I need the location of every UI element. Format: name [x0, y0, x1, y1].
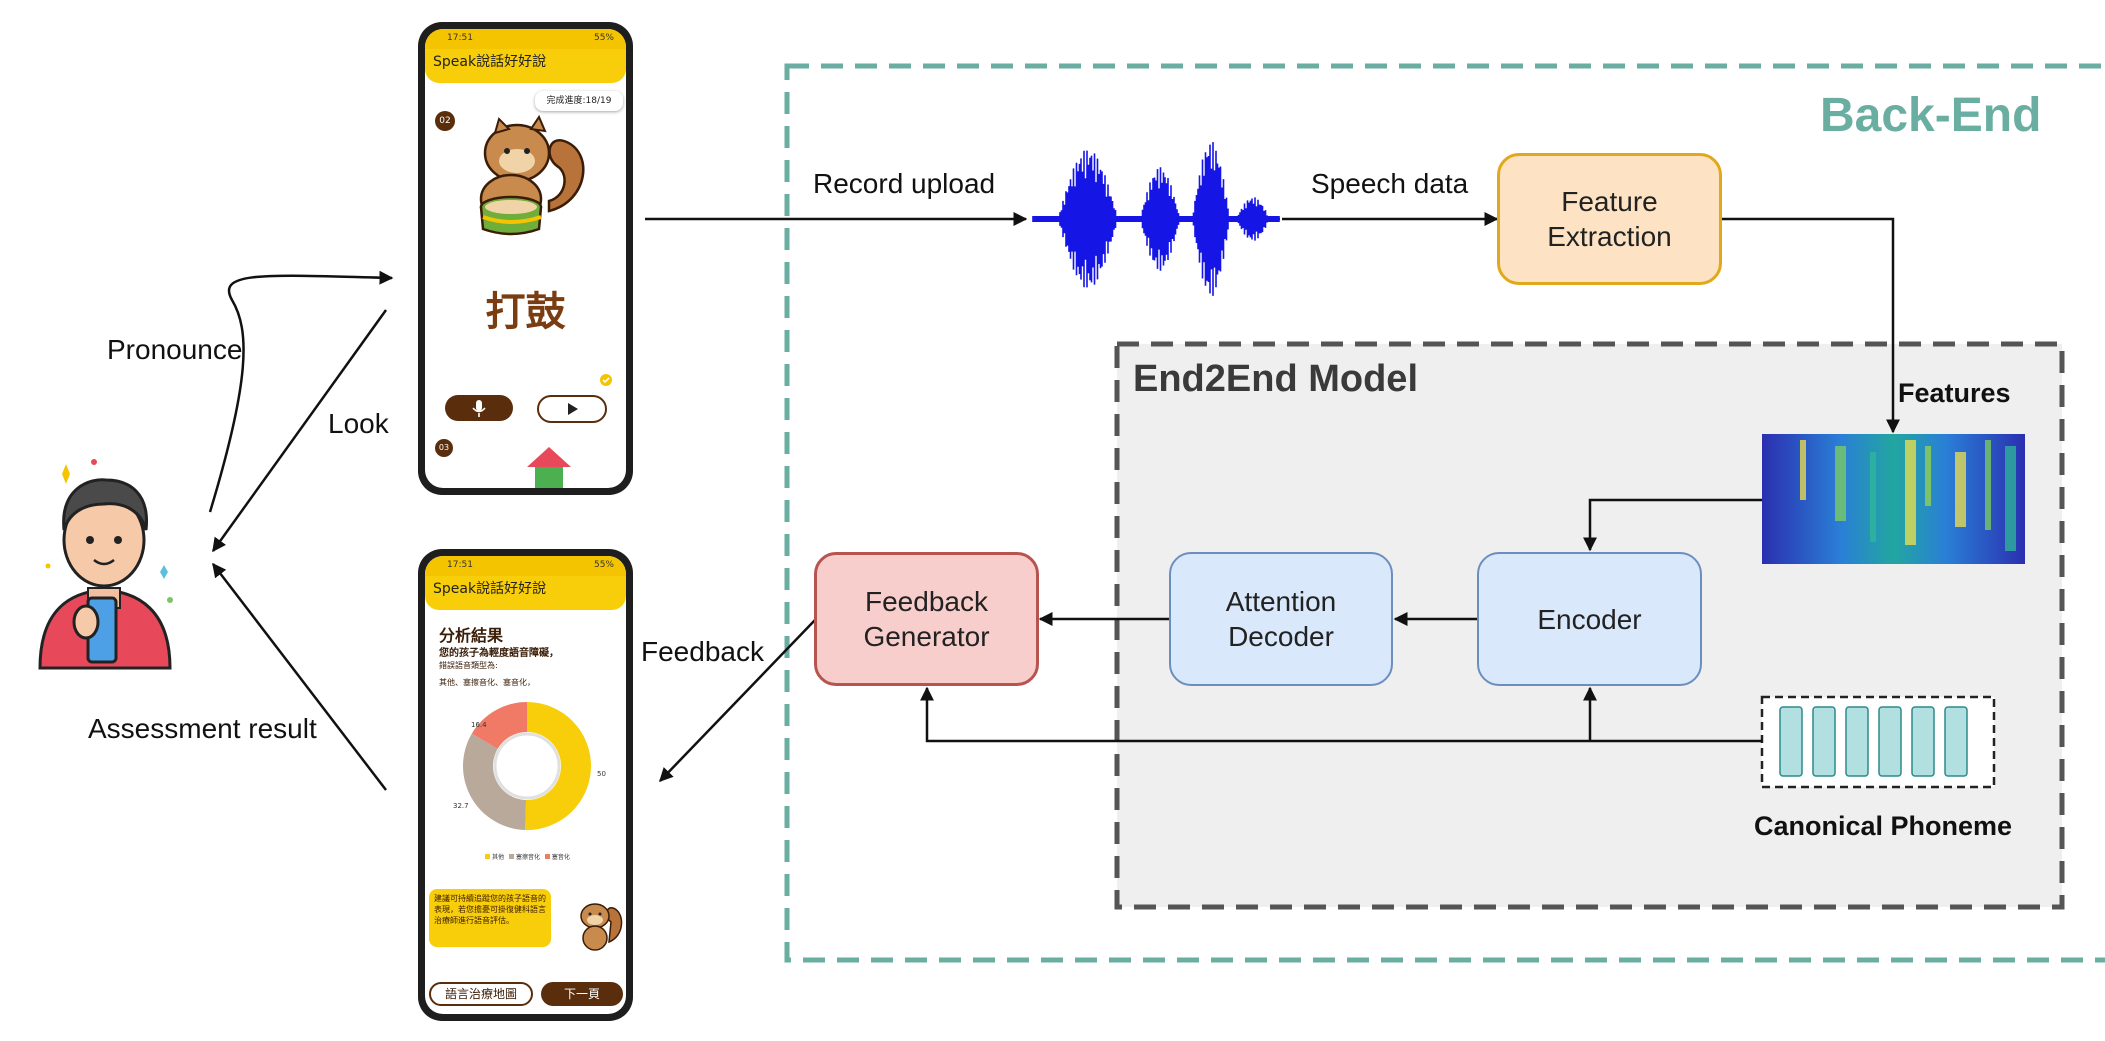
spectrogram-stripe [1925, 446, 1931, 506]
status-time-2: 17:51 [447, 560, 473, 570]
donut-label-right: 50 [597, 770, 606, 778]
arrow-assessment [212, 562, 387, 791]
status-time: 17:51 [447, 33, 473, 43]
phone-result-screen: 17:51 55% Speak說話好好說 分析結果 您的孩子為輕度語音障礙， 錯… [418, 549, 633, 1021]
spectrogram-stripe [1955, 452, 1966, 527]
status-bar: 17:51 55% [425, 29, 626, 49]
progress-bubble: 完成進度:18/19 [535, 91, 623, 111]
phoneme-bar [1944, 706, 1968, 777]
arrow-phoneme-line [920, 686, 1762, 743]
spectrogram-stripe [2005, 446, 2016, 551]
phoneme-bar [1911, 706, 1935, 777]
user-with-phone-icon [38, 459, 173, 670]
waveform-icon [1032, 142, 1280, 296]
phoneme-bar [1779, 706, 1803, 777]
next-page-button[interactable]: 下一頁 [541, 982, 623, 1006]
arrow-features [1722, 217, 1900, 434]
practice-screen: 17:51 55% Speak說話好好說 完成進度:18/19 02 打鼓 03 [425, 29, 626, 488]
label-assessment-result: Assessment result [88, 713, 317, 744]
result-heading: 分析結果 [439, 626, 504, 645]
donut-slice [471, 702, 527, 749]
result-line-1: 您的孩子為輕度語音障礙， [439, 648, 559, 659]
label-features: Features [1898, 378, 2011, 408]
phoneme-bar [1812, 706, 1836, 777]
encoder-node: Encoder [1477, 552, 1702, 686]
spectrogram-stripe [1985, 440, 1991, 530]
therapy-map-button[interactable]: 語言治療地圖 [429, 982, 533, 1006]
donut-label-top: 16.4 [471, 721, 487, 729]
spectrogram-stripe [1905, 440, 1916, 545]
legend-swatch-1 [485, 854, 491, 859]
label-record-upload: Record upload [813, 168, 996, 199]
squirrel-mascot-icon [580, 903, 623, 951]
donut-legend: 其他 塞擦音化 塞音化 [445, 852, 610, 861]
status-bar-2: 17:51 55% [425, 556, 626, 576]
app-title: Speak說話好好說 [425, 49, 626, 83]
result-screen: 17:51 55% Speak說話好好說 分析結果 您的孩子為輕度語音障礙， 錯… [425, 556, 626, 1014]
spectrogram-stripe [1870, 452, 1876, 542]
result-line-2: 錯誤語音類型為: [439, 661, 498, 670]
spectrogram-stripe [1800, 440, 1806, 500]
advice-bubble: 建議可持續追蹤您的孩子語音的表現，若您擔憂可掛復健科語言治療師進行語音評估。 [429, 889, 551, 947]
feature-extraction-node: Feature Extraction [1497, 153, 1722, 285]
canonical-phoneme-label: Canonical Phoneme [1754, 811, 2013, 841]
check-icon [600, 374, 612, 386]
arrow-spec-to-encoder [1583, 498, 1762, 552]
squirrel-drum-icon [479, 114, 585, 236]
target-word: 打鼓 [485, 289, 566, 335]
attention-decoder-node: Attention Decoder [1169, 552, 1393, 686]
play-icon [568, 403, 578, 415]
legend-swatch-2 [509, 854, 515, 859]
spectrogram-icon [1762, 434, 2025, 564]
label-speech-data: Speech data [1311, 168, 1469, 199]
donut-slice [462, 733, 527, 830]
legend-item-1: 其他 [492, 854, 505, 861]
label-look: Look [328, 408, 389, 439]
arrow-feedback [659, 619, 816, 783]
play-button[interactable] [537, 395, 607, 423]
backend-region [784, 63, 2105, 963]
phoneme-bars [1779, 706, 1968, 777]
microphone-icon [472, 400, 486, 417]
donut-hole [493, 732, 561, 800]
label-pronounce: Pronounce [107, 334, 243, 365]
status-battery-2: 55% [593, 560, 614, 570]
home-shape-icon [527, 447, 571, 488]
badge-current: 02 [435, 111, 455, 131]
legend-item-3: 塞音化 [551, 854, 570, 861]
backend-title: Back-End [1820, 89, 2042, 142]
record-button[interactable] [445, 395, 513, 421]
phoneme-bar [1845, 706, 1869, 777]
feedback-generator-node: Feedback Generator [814, 552, 1039, 686]
result-line-3: 其他、塞擦音化、塞音化， [439, 678, 535, 687]
arrow-pronounce [208, 270, 394, 513]
legend-item-2: 塞擦音化 [515, 854, 540, 861]
model-title: End2End Model [1133, 358, 1418, 400]
donut-label-left: 32.7 [453, 802, 469, 810]
label-feedback: Feedback [641, 636, 764, 667]
legend-swatch-3 [544, 854, 550, 859]
status-battery: 55% [593, 33, 614, 43]
arrow-look [211, 309, 388, 553]
donut-chart [462, 702, 591, 830]
app-title-2: Speak說話好好說 [425, 576, 626, 610]
phone-practice-screen: 17:51 55% Speak說話好好說 完成進度:18/19 02 打鼓 03 [418, 22, 633, 495]
donut-slice [525, 702, 591, 830]
badge-next: 03 [435, 439, 453, 457]
spectrogram-stripe [1835, 446, 1846, 521]
phoneme-bar [1878, 706, 1902, 777]
